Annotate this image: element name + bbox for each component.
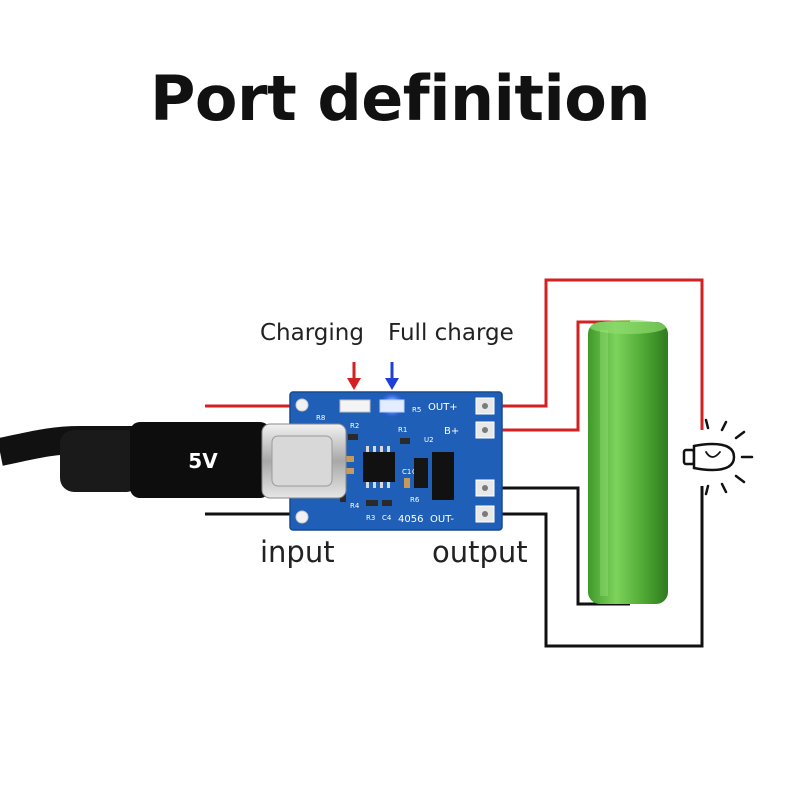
component-label: R2 (350, 422, 359, 430)
light-bulb-icon (682, 418, 754, 496)
component-label: R3 (366, 514, 375, 522)
component-label: R8 (316, 414, 325, 422)
cable-plug-housing (130, 422, 270, 498)
arrow-down-icon (385, 362, 399, 390)
red-wire-out-plus (485, 278, 704, 430)
component-label: U2 (424, 436, 434, 444)
component-label: R1 (398, 426, 407, 434)
board-model: 4056 (398, 514, 423, 525)
pad-label-b-plus: B+ (444, 426, 459, 437)
component-label: C4 (382, 514, 392, 522)
cable-voltage-label: 5V (188, 449, 218, 473)
component-label: R6 (410, 496, 420, 504)
pad-label-out-plus: OUT+ (428, 402, 458, 413)
charging-led-label: Charging (260, 320, 364, 346)
charger-board: OUT+ B+ B- OUT- 4056 R8 R2 R1 R5 R4 R3 C… (261, 391, 503, 531)
charger-ic (363, 452, 395, 482)
input-port-label: input (260, 535, 335, 569)
component-label: R5 (412, 406, 421, 414)
charging-led (339, 399, 371, 413)
full-charge-led-label: Full charge (388, 320, 514, 346)
mosfet-ic (414, 458, 428, 488)
battery-body (588, 322, 668, 604)
pad-label-out-minus: OUT- (430, 514, 454, 525)
component-label: C1 (402, 468, 411, 476)
output-port-label: output (432, 535, 528, 569)
usb-c-cable: 5V (0, 422, 270, 498)
arrow-down-icon (347, 362, 361, 390)
protection-ic (432, 452, 454, 500)
page-title: Port definition (149, 62, 651, 135)
cable-strain-relief (60, 430, 140, 492)
battery-cell (588, 320, 668, 604)
component-label: R4 (350, 502, 360, 510)
full-charge-led (379, 399, 405, 413)
black-wire-out-minus (485, 486, 704, 648)
